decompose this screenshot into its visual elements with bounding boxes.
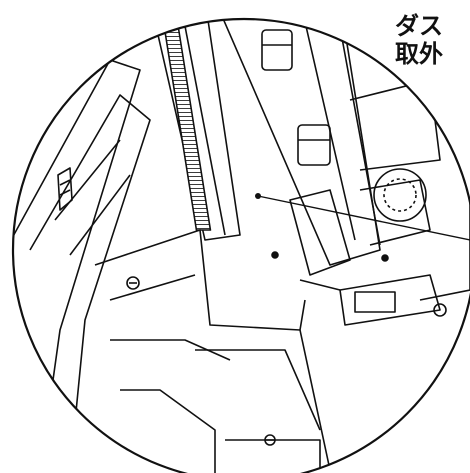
- lower-housing: [94, 229, 306, 331]
- right-slide: [214, 19, 381, 266]
- right-frame: [340, 19, 470, 301]
- screw-icon: [126, 276, 140, 290]
- callout-line-1: ダス: [395, 12, 443, 40]
- magnifier-circle-icon: [11, 17, 470, 473]
- left-frame: [13, 59, 141, 473]
- screw-icon: [433, 303, 447, 317]
- lever-bracket: [289, 189, 351, 276]
- sprocket: [373, 168, 427, 222]
- callout-line-2: 取外: [395, 40, 443, 68]
- roller-top: [261, 29, 293, 71]
- roller-middle: [297, 124, 331, 166]
- screw-icon: [264, 434, 276, 446]
- callout-text: ダス 取外: [395, 12, 470, 68]
- leader-line-icon: [257, 195, 470, 241]
- arrow-marker: [57, 167, 73, 211]
